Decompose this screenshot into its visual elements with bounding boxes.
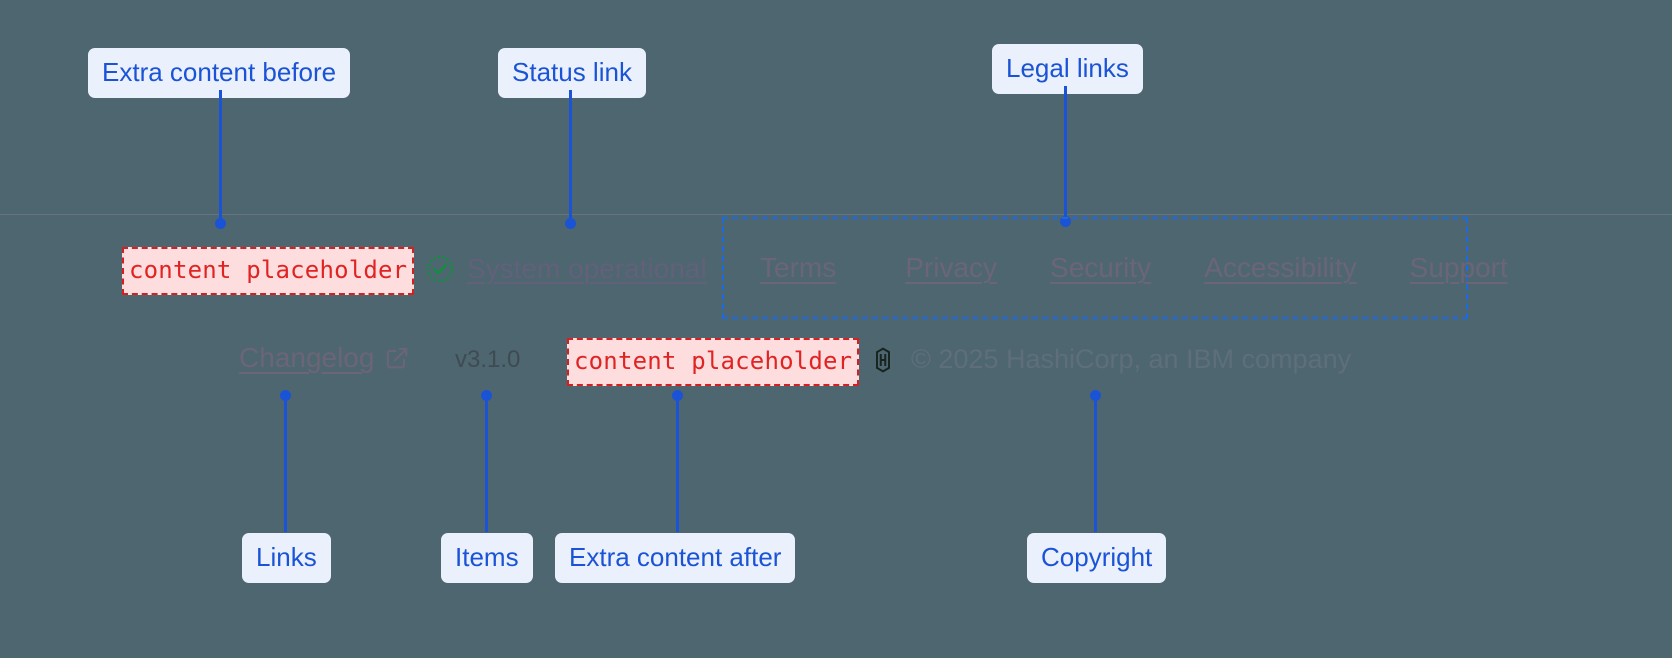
legal-link-security[interactable]: Security [1050,252,1152,283]
content-placeholder-before: content placeholder [122,247,415,295]
anchor-dot-extra-content-before [215,218,226,229]
anchor-dot-items [481,390,492,401]
callout-links: Links [242,533,331,583]
changelog-label: Changelog [239,342,375,373]
leader-line-extra-content-before [219,90,222,222]
callout-copyright: Copyright [1027,533,1167,583]
footer-slot-before: content placeholder [122,247,415,295]
legal-links-group: Terms Privacy Security Accessibility Sup… [722,217,1508,319]
leader-line-legal-links [1064,86,1067,220]
version-label: v3.1.0 [455,346,521,373]
anchor-dot-extra-content-after [672,390,683,401]
leader-line-status-link [569,90,572,222]
leader-line-copyright [1094,396,1097,532]
legal-link-support[interactable]: Support [1409,252,1508,283]
callout-items: Items [441,533,533,583]
callout-legal-links: Legal links [992,44,1143,94]
legal-link-terms[interactable]: Terms [760,252,837,283]
status-link-label: System operational [467,253,707,284]
status-link[interactable]: System operational [425,253,707,285]
callout-extra-content-before: Extra content before [88,48,351,98]
leader-line-items [485,396,488,532]
external-link-icon [387,347,408,369]
anchor-dot-status-link [565,218,576,229]
leader-line-extra-content-after [676,396,679,532]
content-placeholder-after: content placeholder [567,338,860,386]
legal-link-accessibility[interactable]: Accessibility [1204,252,1357,283]
anchor-dot-links [280,390,291,401]
callout-status-link: Status link [498,48,646,98]
copyright-text: © 2025 HashiCorp, an IBM company [911,344,1352,374]
callout-extra-content-after: Extra content after [555,533,796,583]
legal-link-privacy[interactable]: Privacy [905,252,998,283]
leader-line-links [284,396,287,532]
check-circle-icon [426,255,454,283]
footer-slot-after: content placeholder [567,338,860,386]
version-item: v3.1.0 [455,346,520,374]
hashicorp-logo [876,347,890,372]
section-divider [0,214,1672,215]
anchor-dot-legal-links [1060,216,1071,227]
copyright-block: © 2025 HashiCorp, an IBM company [868,344,1351,375]
changelog-link[interactable]: Changelog [239,342,410,374]
anchor-dot-copyright [1090,390,1101,401]
